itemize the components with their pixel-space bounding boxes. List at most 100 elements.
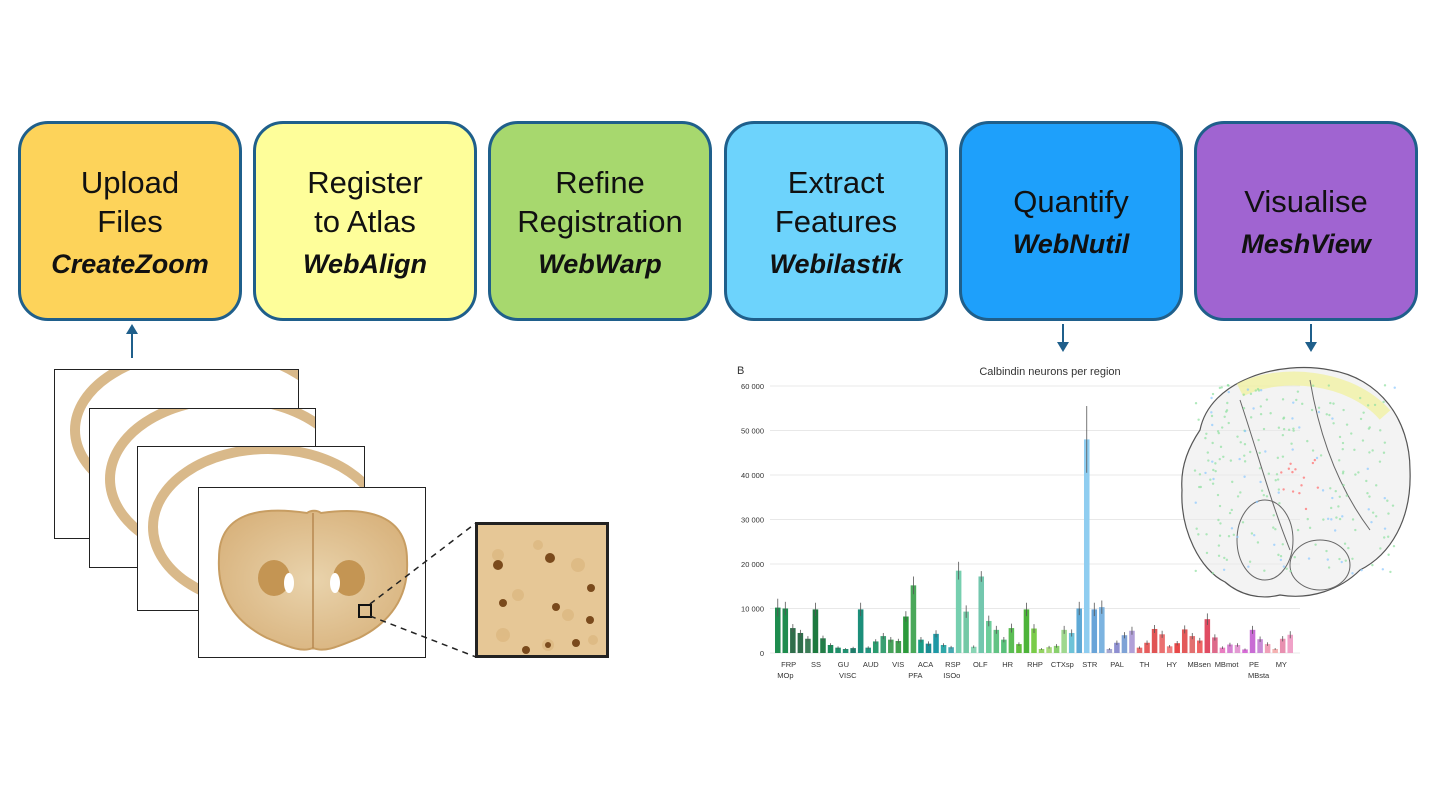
mesh-point <box>1264 450 1267 453</box>
mesh-point <box>1358 396 1362 400</box>
mesh-point <box>1263 569 1266 572</box>
mesh-point <box>1300 484 1303 487</box>
mesh-point <box>1382 536 1386 539</box>
mesh-point <box>1243 475 1246 478</box>
bar <box>895 640 902 653</box>
mesh-point <box>1353 448 1356 452</box>
x-group-label: AUD <box>863 660 879 669</box>
mesh-point <box>1290 442 1293 445</box>
step-tool: MeshView <box>1241 229 1371 259</box>
mesh-point <box>1340 560 1343 564</box>
mesh-point <box>1368 451 1371 454</box>
mesh-point <box>1218 386 1222 390</box>
mesh-point <box>1374 515 1378 518</box>
mesh-point <box>1371 563 1374 567</box>
bar <box>963 611 969 653</box>
mesh-point <box>1225 558 1229 562</box>
mesh-point <box>1211 392 1215 396</box>
mesh-point <box>1272 514 1275 517</box>
mesh-point <box>1217 431 1221 435</box>
step-refine-registration[interactable]: Refine Registration WebWarp <box>488 121 712 321</box>
mesh-point <box>1379 547 1382 550</box>
mesh-point <box>1243 460 1247 463</box>
step-tool: Webilastik <box>769 248 903 279</box>
bar <box>1083 439 1090 653</box>
mesh-point <box>1211 482 1215 485</box>
x-group-label: MY <box>1276 660 1287 669</box>
step-extract-features[interactable]: Extract Features Webilastik <box>724 121 948 321</box>
mesh-point <box>1199 485 1202 489</box>
mesh-point <box>1216 430 1220 433</box>
bar <box>1227 644 1233 653</box>
mesh-point <box>1292 427 1295 430</box>
bar <box>1159 634 1165 653</box>
panel-label: B <box>737 365 744 377</box>
bar <box>1272 648 1278 653</box>
mesh-point <box>1343 542 1347 545</box>
x-group-label: GU <box>838 660 849 669</box>
bar <box>1234 644 1241 653</box>
x-group-label: RSP <box>945 660 960 669</box>
step-visualise[interactable]: Visualise MeshView <box>1194 121 1418 321</box>
mesh-point <box>1341 441 1345 445</box>
mesh-point <box>1194 402 1198 405</box>
mesh-point <box>1205 533 1208 536</box>
zoomed-cells-image <box>475 522 609 658</box>
bar <box>827 644 834 653</box>
mesh-point <box>1218 534 1222 537</box>
mesh-point <box>1279 558 1283 562</box>
x-group-label: HR <box>1002 660 1013 669</box>
bar <box>986 620 992 653</box>
bar <box>1166 646 1173 653</box>
step-tool: CreateZoom <box>51 248 209 279</box>
mesh-point <box>1289 462 1292 465</box>
mesh-point <box>1292 429 1295 432</box>
bar <box>993 629 1000 653</box>
bar <box>1136 647 1143 653</box>
mesh-point <box>1393 386 1396 389</box>
bar <box>910 585 917 653</box>
step-quantify[interactable]: Quantify WebNutil <box>959 121 1183 321</box>
bar <box>1001 639 1007 653</box>
mesh-point <box>1338 517 1342 521</box>
mesh-point <box>1216 493 1220 497</box>
x-group-label: HY <box>1167 660 1177 669</box>
bar <box>1106 648 1113 653</box>
mesh-point <box>1366 492 1369 495</box>
mesh-point <box>1379 429 1382 432</box>
mesh-point <box>1243 454 1246 457</box>
step-upload-files[interactable]: Upload Files CreateZoom <box>18 121 242 321</box>
x-group-label: TH <box>1139 660 1149 669</box>
bar <box>812 609 819 653</box>
mesh-point <box>1338 435 1342 439</box>
brain-section-image <box>198 487 426 658</box>
mesh-point <box>1194 501 1197 504</box>
x-group-label: OLF <box>973 660 988 669</box>
step-tool: WebAlign <box>303 248 427 279</box>
mesh-point <box>1331 496 1334 500</box>
brain-3d-mesh <box>1181 366 1411 598</box>
mesh-point <box>1276 478 1280 481</box>
mesh-point <box>1214 469 1217 473</box>
step-register-to-atlas[interactable]: Register to Atlas WebAlign <box>253 121 477 321</box>
down-arrow-icon <box>1305 324 1317 352</box>
chart-title: Calbindin neurons per region <box>979 366 1120 378</box>
bar <box>797 632 804 653</box>
mesh-point <box>1389 570 1392 574</box>
bar <box>1212 637 1218 653</box>
mesh-point <box>1306 439 1309 443</box>
mesh-point <box>1265 495 1269 498</box>
mesh-point <box>1370 520 1373 524</box>
x-group-label: VISC <box>839 671 857 680</box>
x-group-label: FRP <box>781 660 796 669</box>
mesh-point <box>1329 487 1332 490</box>
mesh-point <box>1220 386 1223 389</box>
bar <box>1181 629 1188 653</box>
mesh-point <box>1344 559 1347 562</box>
mesh-point <box>1252 407 1255 410</box>
mesh-point <box>1214 462 1217 465</box>
mesh-point <box>1345 494 1348 497</box>
mesh-point <box>1222 455 1225 458</box>
bar <box>1242 649 1248 653</box>
mesh-point <box>1236 435 1239 438</box>
